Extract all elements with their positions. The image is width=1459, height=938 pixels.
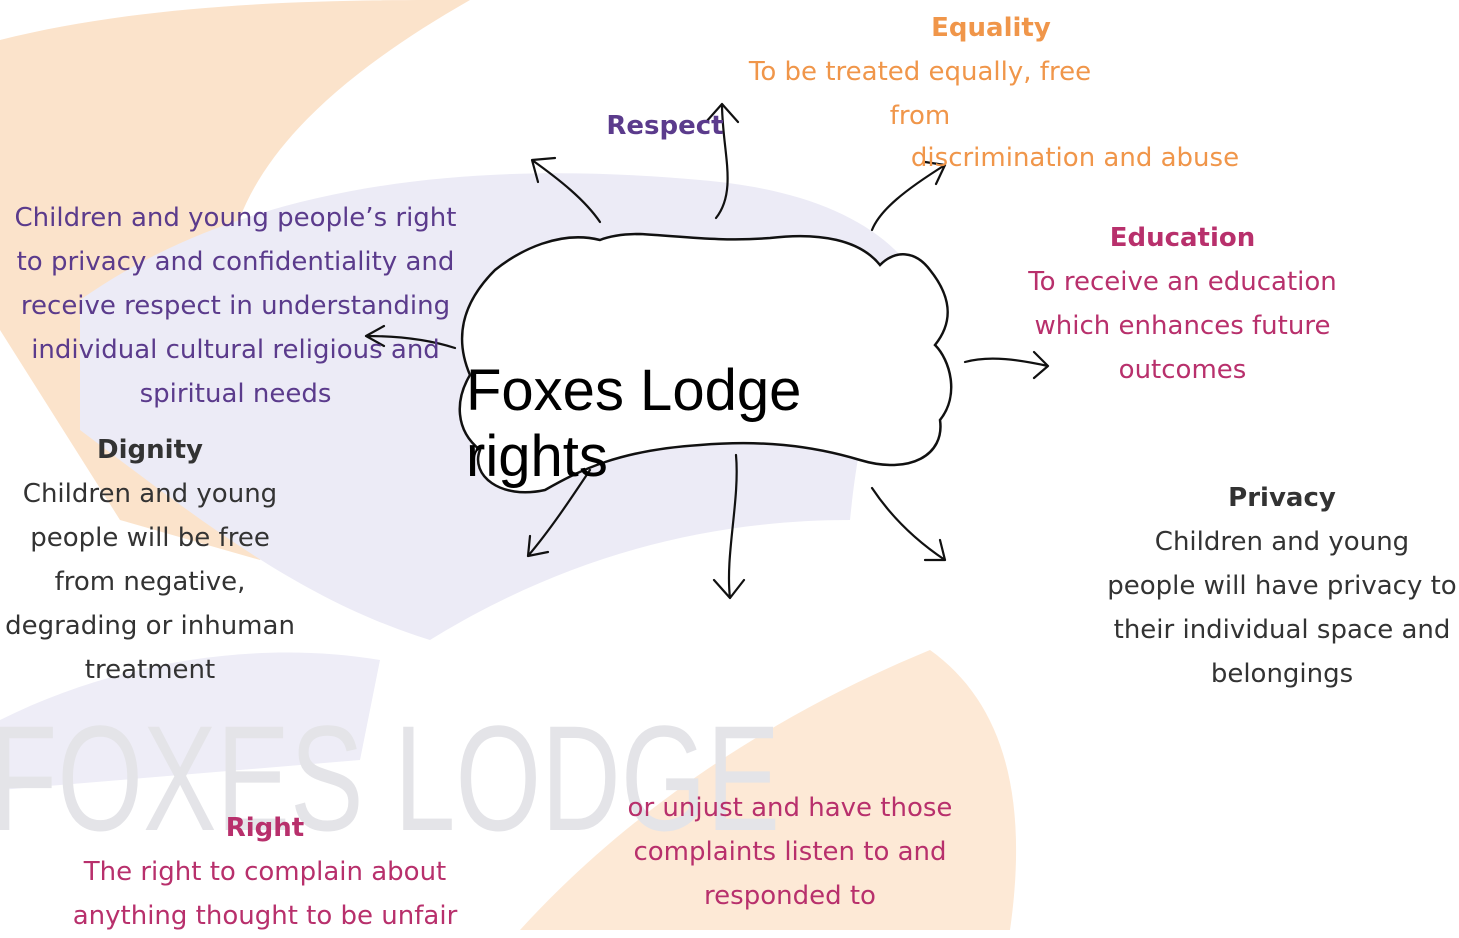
education-line-2: which enhances future	[1034, 311, 1331, 341]
respect-line-4: individual cultural religious and	[31, 335, 440, 365]
dignity-line-5: treatment	[84, 655, 216, 685]
right-continued-line-2: complaints listen to and	[633, 837, 947, 867]
respect-line-1: Children and young people’s right	[14, 203, 457, 233]
central-cloud	[458, 232, 953, 494]
right-continued-line-1: or unjust and have those	[627, 793, 953, 823]
dignity-line-3: from negative,	[54, 567, 246, 597]
arrow-upper-left	[530, 156, 602, 224]
education-line-1: To receive an education	[1028, 267, 1337, 297]
equality-heading: Equality	[931, 13, 1051, 43]
dignity-heading: Dignity	[97, 435, 203, 465]
privacy-line-4: belongings	[1210, 659, 1354, 689]
arrow-left	[364, 324, 457, 350]
dignity-line-1: Children and young	[22, 479, 278, 509]
right-heading: Right	[225, 813, 305, 843]
respect-line-2: to privacy and confidentiality and	[16, 247, 455, 277]
center-title-line-2: rights	[466, 424, 608, 489]
equality-line-3: discrimination and abuse	[910, 143, 1240, 173]
arrow-lower-right	[870, 486, 947, 562]
respect-heading: Respect	[606, 111, 724, 141]
education-heading: Education	[1109, 223, 1256, 253]
privacy-heading: Privacy	[1228, 483, 1336, 513]
equality-line-2: from	[889, 101, 951, 131]
arrows	[364, 102, 1050, 600]
respect-line-5: spiritual needs	[139, 379, 332, 409]
respect-line-3: receive respect in understanding	[20, 291, 451, 321]
dignity-block: Dignity Children and young people will b…	[0, 428, 300, 692]
equality-line-1: To be treated equally, free	[748, 57, 1092, 87]
dignity-line-4: degrading or inhuman	[5, 611, 295, 641]
right-line-2: anything thought to be unfair	[72, 901, 458, 931]
education-line-3: outcomes	[1118, 355, 1247, 385]
privacy-line-1: Children and young	[1154, 527, 1410, 557]
privacy-line-2: people will have privacy to	[1107, 571, 1457, 601]
center-title: Foxes Lodge rights	[466, 358, 801, 490]
equality-block: Equality To be treated equally, free fro…	[700, 6, 1140, 138]
privacy-block: Privacy Children and young people will h…	[1105, 476, 1459, 696]
right-line-1: The right to complain about	[83, 857, 447, 887]
watermark-fox-shape-blue-left	[0, 652, 380, 790]
education-block: Education To receive an education which …	[1000, 216, 1365, 392]
arrow-top	[704, 102, 740, 220]
center-title-line-1: Foxes Lodge	[466, 358, 802, 423]
respect-description: Children and young people’s right to pri…	[8, 196, 463, 416]
privacy-line-3: their individual space and	[1113, 615, 1451, 645]
arrow-upper-right	[870, 160, 947, 232]
watermark-text: FOXES LODGE	[0, 694, 780, 862]
right-block: Right The right to complain about anythi…	[70, 806, 460, 938]
arrow-lower-left	[526, 468, 592, 558]
right-continued-line-3: responded to	[704, 881, 876, 911]
dignity-line-2: people will be free	[30, 523, 270, 553]
right-continued-block: or unjust and have those complaints list…	[610, 786, 970, 918]
arrow-bottom	[712, 453, 746, 600]
arrow-right	[963, 350, 1050, 380]
watermark-fox-shape-orange-lower	[520, 650, 1017, 930]
